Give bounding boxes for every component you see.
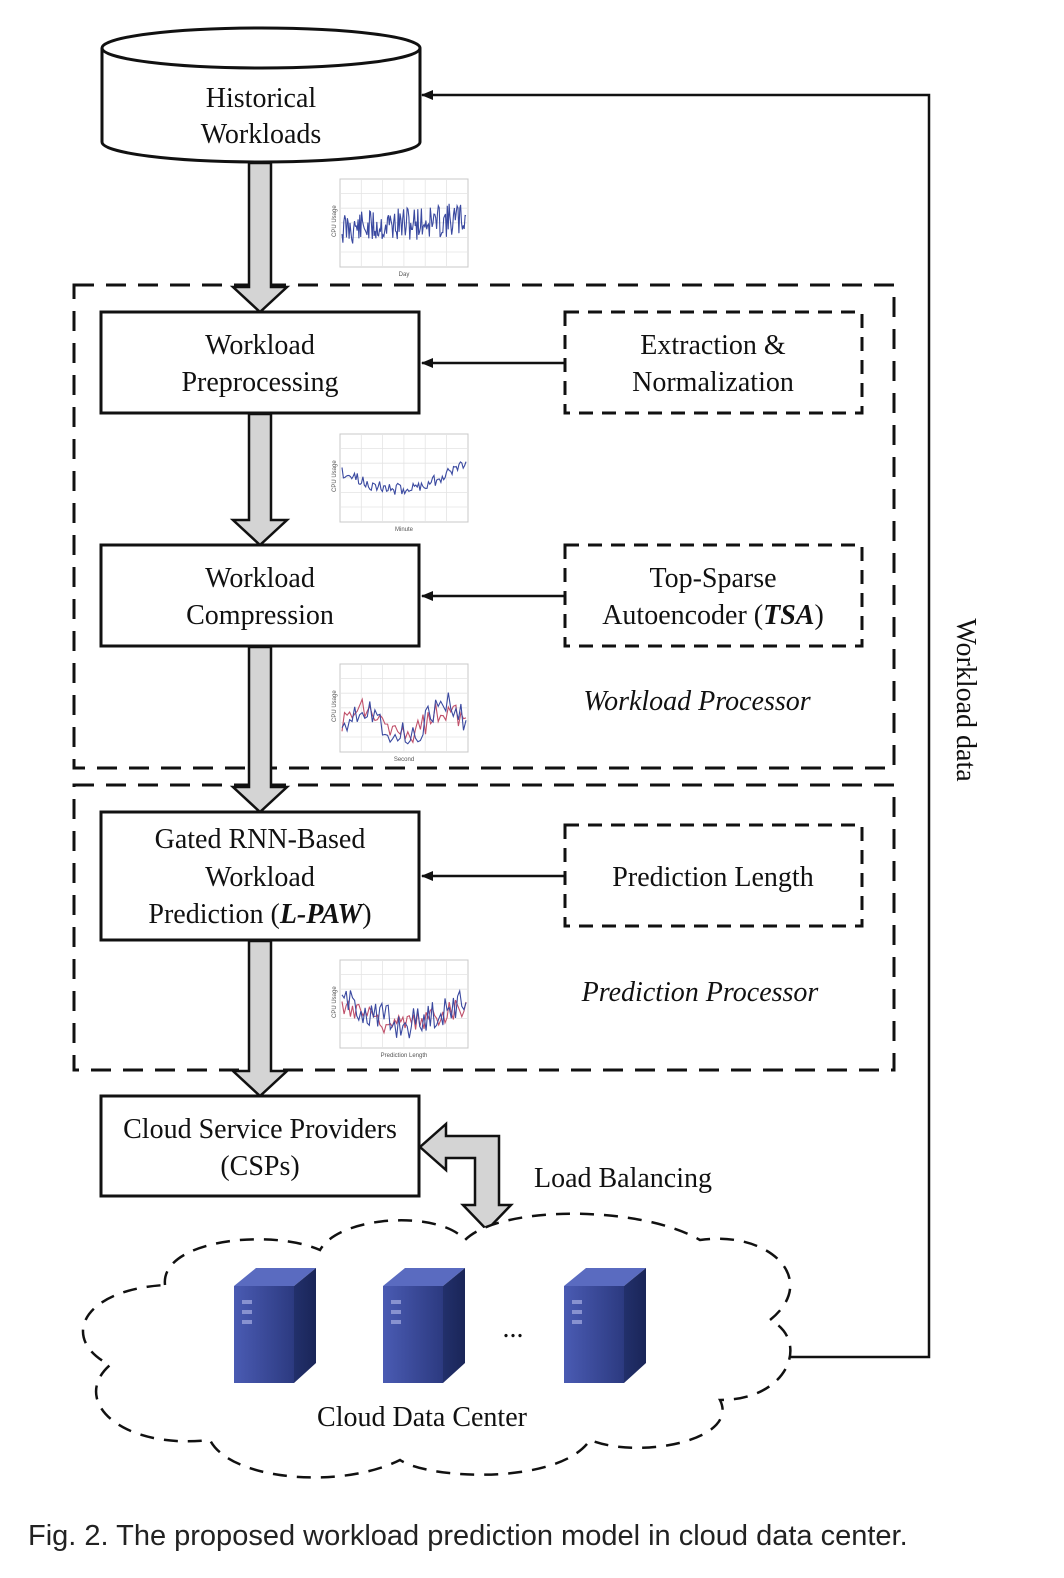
csp-label-line2: (CSPs) <box>220 1151 299 1182</box>
server-icon <box>234 1268 316 1383</box>
thumbnail-compressed-cpu: Second CPU Usage <box>332 663 469 763</box>
load-balancing-arrow <box>418 1121 514 1232</box>
cloud-data-center: ... Cloud Data Center <box>81 1212 792 1479</box>
preprocessing-label-line1: Workload <box>205 330 315 361</box>
csp-label-line1: Cloud Service Providers <box>123 1114 397 1145</box>
historical-label-line2: Workloads <box>201 119 322 150</box>
arrow-historical-to-preprocessing <box>229 161 291 314</box>
thumbnail-1-ylabel: CPU Usage <box>332 205 338 237</box>
figure-caption: Fig. 2. The proposed workload prediction… <box>28 1520 908 1552</box>
prediction-length-label: Prediction Length <box>612 862 813 893</box>
thumbnail-3-ylabel: CPU Usage <box>332 690 338 722</box>
thumbnail-4-xlabel: Prediction Length <box>381 1053 428 1059</box>
historical-workloads-node: Historical Workloads <box>100 26 422 164</box>
extraction-normalization-node: Extraction & Normalization <box>563 310 864 415</box>
workload-preprocessing-node: Workload Preprocessing <box>99 310 421 415</box>
extraction-label-line2: Normalization <box>632 367 794 398</box>
arrow-prediction-to-csp <box>229 939 291 1098</box>
prediction-label-line2: Workload <box>205 862 315 893</box>
historical-label-line1: Historical <box>206 83 317 114</box>
server-icon <box>564 1268 646 1383</box>
prediction-processor-label: Prediction Processor <box>581 977 819 1008</box>
thumbnail-preprocessed-cpu: Minute CPU Usage <box>332 433 469 533</box>
prediction-label-line3: Prediction (L-PAW) <box>148 899 371 930</box>
csp-node: Cloud Service Providers (CSPs) <box>99 1094 421 1198</box>
thumbnail-2-ylabel: CPU Usage <box>332 460 338 492</box>
workload-processor-label: Workload Processor <box>583 686 810 717</box>
thumbnail-prediction-cpu: Prediction Length CPU Usage <box>332 959 469 1059</box>
compression-label-line1: Workload <box>205 563 315 594</box>
arrow-compression-to-prediction <box>229 645 291 814</box>
prediction-node: Gated RNN-Based Workload Prediction (L-P… <box>99 810 421 942</box>
preprocessing-label-line2: Preprocessing <box>181 367 338 398</box>
prediction-length-node: Prediction Length <box>563 823 864 928</box>
load-balancing-label: Load Balancing <box>534 1163 712 1194</box>
workload-processor-region <box>72 283 896 770</box>
tsa-label-line1: Top-Sparse <box>649 563 776 594</box>
thumbnail-1-xlabel: Day <box>399 272 410 278</box>
compression-label-line2: Compression <box>186 600 334 631</box>
cloud-data-center-label: Cloud Data Center <box>317 1402 528 1433</box>
thumbnail-4-ylabel: CPU Usage <box>332 986 338 1018</box>
tsa-node: Top-Sparse Autoencoder (TSA) <box>563 543 864 648</box>
servers-ellipsis: ... <box>503 1313 524 1344</box>
extraction-label-line1: Extraction & <box>640 330 786 361</box>
thumbnail-historical-cpu: Day CPU Usage <box>332 178 469 278</box>
prediction-label-line1: Gated RNN-Based <box>155 824 366 855</box>
workload-compression-node: Workload Compression <box>99 543 421 648</box>
arrow-preprocessing-to-compression <box>229 412 291 547</box>
workload-data-line <box>421 90 931 1359</box>
server-icon <box>383 1268 465 1383</box>
tsa-label-line2: Autoencoder (TSA) <box>602 600 824 631</box>
workload-data-label: Workload data <box>950 618 981 782</box>
thumbnail-2-xlabel: Minute <box>395 527 414 533</box>
prediction-processor-region <box>72 783 896 1072</box>
thumbnail-3-xlabel: Second <box>394 757 414 763</box>
